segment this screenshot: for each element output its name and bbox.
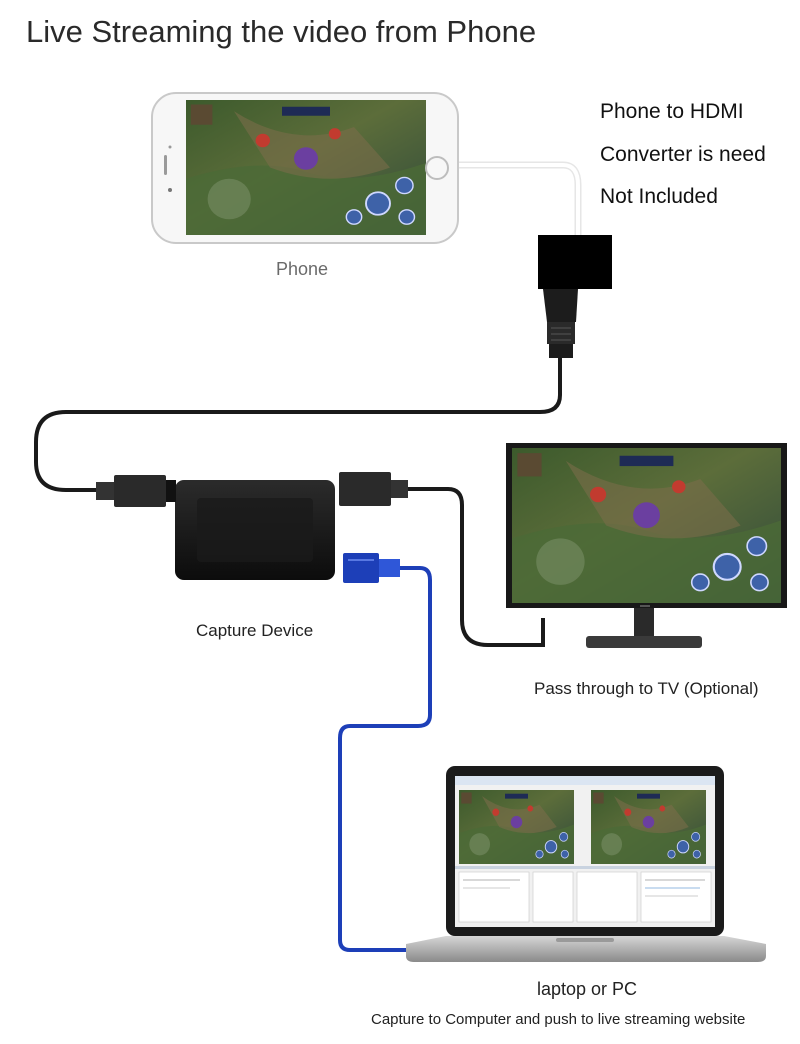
pass-through-label: Pass through to TV (Optional) <box>534 679 759 698</box>
hdmi-output-cable <box>408 487 545 647</box>
usb-cable <box>338 566 432 952</box>
camera-icon <box>168 188 172 192</box>
diagram-title: Live Streaming the video from Phone <box>26 14 537 49</box>
monitor <box>506 443 787 648</box>
capture-device <box>96 472 408 583</box>
home-button-icon <box>425 156 449 180</box>
hdmi-input-cable <box>34 358 562 492</box>
converter-note-line-3: Not Included <box>600 185 718 208</box>
laptop-label: laptop or PC <box>537 979 638 999</box>
converter-box <box>538 235 612 289</box>
converter-hdmi-plug <box>543 289 578 358</box>
phone <box>151 92 459 244</box>
lightning-cable <box>454 161 582 240</box>
laptop <box>406 766 766 962</box>
capture-device-label: Capture Device <box>196 621 314 640</box>
converter-note-line-2: Converter is need <box>600 143 766 166</box>
converter-note-line-1: Phone to HDMI <box>600 100 744 123</box>
phone-label: Phone <box>276 259 329 279</box>
streaming-caption: Capture to Computer and push to live str… <box>371 1011 746 1028</box>
speaker-icon <box>164 155 167 175</box>
